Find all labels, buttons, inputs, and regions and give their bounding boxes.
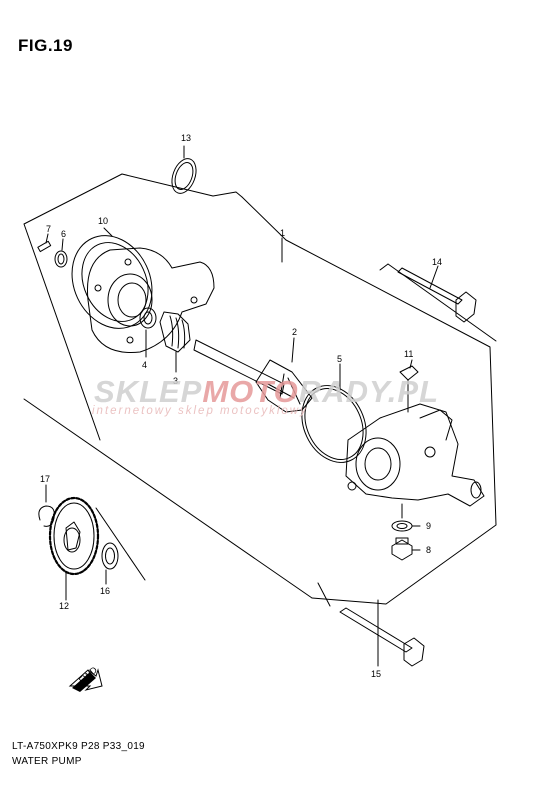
callout-15: 15: [371, 669, 381, 679]
bolt-14: [397, 265, 477, 323]
callout-3: 3: [173, 376, 178, 386]
callout-14: 14: [432, 257, 442, 267]
callout-11: 11: [404, 349, 413, 359]
callouts: 13 7 6 10 1 14 2 5 11 4 3 17 9 8 16 12 1…: [40, 133, 442, 679]
callout-8: 8: [426, 545, 431, 555]
impeller-shaft-2: [193, 337, 313, 413]
callout-9: 9: [426, 521, 431, 531]
seal-4: [139, 307, 157, 358]
callout-5: 5: [337, 354, 342, 364]
bolt-11: [399, 359, 419, 413]
callout-16: 16: [100, 586, 110, 596]
watermark-brand: SKLEPMOTORADY.PL: [94, 374, 439, 409]
caption-code: LT-A750XPK9 P28 P33_019: [12, 741, 145, 752]
watermark-brand-b: MOTO: [202, 374, 298, 409]
pump-cover-10: [71, 227, 215, 354]
o-ring-13: [171, 145, 197, 194]
mechanical-seal-3: [159, 311, 191, 373]
bolt-15: [339, 599, 425, 667]
watermark: SKLEPMOTORADY.PL internetowy sklep motoc…: [92, 374, 439, 417]
watermark-brand-c: RADY.PL: [299, 374, 439, 409]
washer-6: [54, 238, 68, 268]
washer-16: [101, 542, 119, 585]
callout-2: 2: [292, 327, 297, 337]
callout-7: 7: [46, 224, 51, 234]
callout-10: 10: [98, 216, 108, 226]
pump-housing-1: [281, 237, 485, 507]
callout-17: 17: [40, 474, 50, 484]
callout-12: 12: [59, 601, 69, 611]
pin-7: [37, 233, 52, 253]
assembly-boundary: [23, 173, 497, 607]
fwd-arrow-icon: FWD: [68, 664, 103, 692]
callout-4: 4: [142, 360, 147, 370]
callout-6: 6: [61, 229, 66, 239]
callout-1: 1: [280, 228, 285, 238]
watermark-brand-a: SKLEP: [94, 374, 202, 409]
watermark-tagline: internetowy sklep motocyklowy: [92, 405, 308, 417]
drain-bolt-8: [391, 537, 421, 561]
gear-12: [48, 496, 100, 601]
o-ring-5: [301, 363, 367, 463]
figure-title: FIG.19: [18, 36, 73, 55]
washer-9: [391, 503, 421, 532]
callout-13: 13: [181, 133, 191, 143]
caption-name: WATER PUMP: [12, 756, 82, 767]
